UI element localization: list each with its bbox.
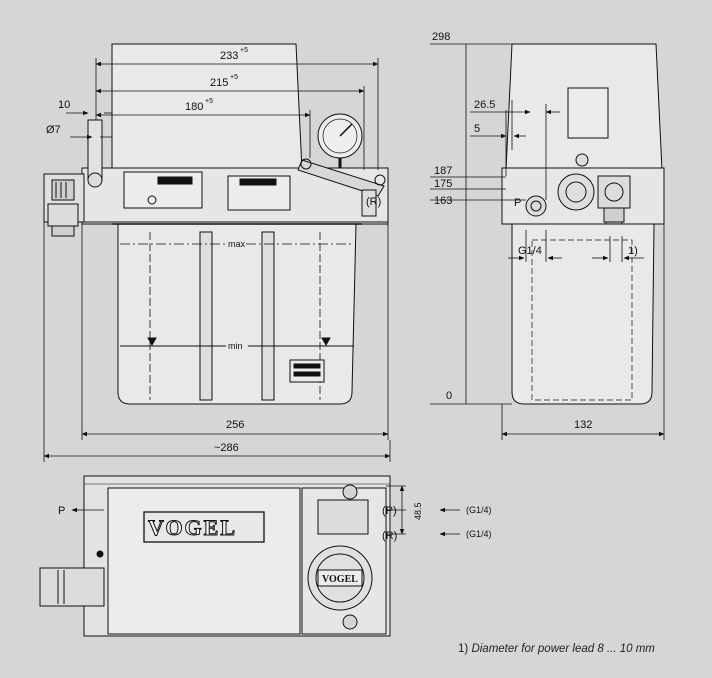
reservoir <box>117 223 357 405</box>
dim-256: 256 <box>226 419 244 431</box>
side-port-p-fitting <box>525 195 547 217</box>
dim-10: 10 <box>58 99 70 111</box>
top-port-p: (P) <box>382 505 397 517</box>
level-tube-right <box>261 231 275 401</box>
dim-48-5: 48.5 <box>413 502 423 520</box>
top-port-r: (R) <box>382 530 397 542</box>
dim-5: 5 <box>474 123 480 135</box>
top-view <box>39 475 391 637</box>
cable-gland <box>47 203 79 227</box>
front-view <box>43 43 389 405</box>
arrow-p-label: P <box>58 505 65 517</box>
top-lid <box>107 487 301 635</box>
outlet-pipe <box>297 159 385 197</box>
dim-233-tol: +5 <box>240 47 248 54</box>
side-reservoir <box>511 223 655 405</box>
dim-132: 132 <box>574 419 592 431</box>
level-label <box>289 359 325 383</box>
front-dimensions <box>43 58 391 462</box>
side-port-p: P <box>514 197 521 209</box>
side-fitting-round <box>557 173 595 211</box>
side-label <box>567 87 609 139</box>
front-port-r: (R) <box>366 196 381 208</box>
dim-0: 0 <box>446 390 452 402</box>
dim-note-1: 1) <box>628 245 638 257</box>
filler-neck <box>87 119 103 181</box>
footnote-marker: 1) <box>458 643 469 655</box>
dim-26-5: 26.5 <box>474 99 495 111</box>
dim-215: 215 <box>210 77 228 89</box>
footnote: 1) Diameter for power lead 8 ... 10 mm <box>458 643 655 655</box>
dim-215-tol: +5 <box>230 74 238 81</box>
dim-g14: G1/4 <box>518 245 542 257</box>
side-connector <box>597 175 631 209</box>
thread-r: (G1/4) <box>466 529 492 539</box>
label-max: max <box>228 239 246 249</box>
dim-286: ~286 <box>214 442 239 454</box>
dim-187: 187 <box>434 165 452 177</box>
dim-d7: Ø7 <box>46 124 61 136</box>
front-upper-housing <box>111 43 303 171</box>
footnote-text: Diameter for power lead 8 ... 10 mm <box>471 643 655 655</box>
dim-163: 163 <box>434 195 452 207</box>
logo-vogel: VOGEL <box>148 515 237 540</box>
top-dimensions <box>71 485 460 537</box>
side-view <box>501 43 665 405</box>
label-min: min <box>228 341 243 351</box>
thread-p: (G1/4) <box>466 505 492 515</box>
logo-frame <box>143 511 265 543</box>
dim-233: 233 <box>220 50 238 62</box>
logo-vogel-small: VOGEL <box>322 574 358 585</box>
dim-175: 175 <box>434 178 452 190</box>
top-cable-gland <box>39 567 105 607</box>
dim-298: 298 <box>432 31 450 43</box>
dim-180: 180 <box>185 101 203 113</box>
dim-180-tol: +5 <box>205 98 213 105</box>
side-dimensions <box>430 43 665 440</box>
level-tube-left <box>199 231 213 401</box>
